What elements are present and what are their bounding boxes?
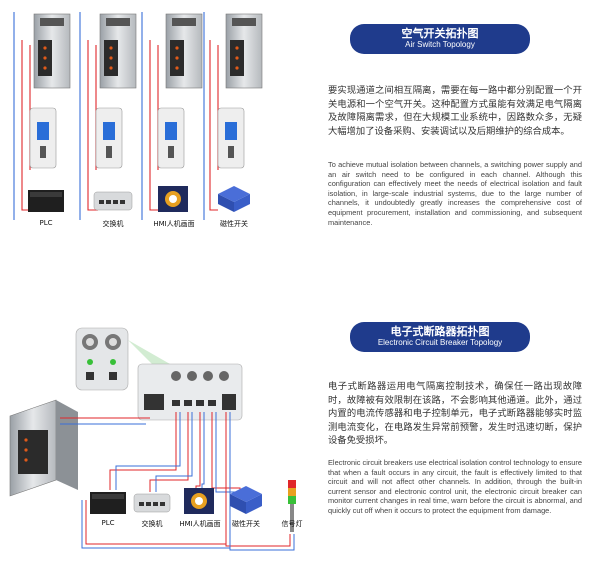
hmi-device-2 [184, 488, 214, 514]
channel-wires-4 [210, 40, 218, 210]
device-label-plc-1: PLC [30, 219, 62, 227]
device-label-magnetic-2: 磁性开关 [228, 519, 264, 529]
device-label-hmi-2: HMI人机画面 [174, 519, 226, 529]
air-switch-diagram-svg [0, 0, 300, 240]
section2-paragraph-cn: 电子式断路器运用电气隔离控制技术，确保任一路出现故障时，故障被有效限制在该路，不… [328, 380, 582, 448]
device-label-plc-2: PLC [92, 519, 124, 527]
power-supply-2 [100, 14, 136, 88]
plc-device [28, 190, 64, 212]
device-label-switch-1: 交换机 [94, 219, 132, 229]
electronic-breaker-module [138, 364, 242, 420]
channel-wires-3 [150, 40, 158, 210]
switch-device-2 [134, 494, 170, 512]
section1-paragraph-en: To achieve mutual isolation between chan… [328, 160, 582, 227]
plc-device-2 [90, 492, 126, 514]
device-label-signal-light: 信号灯 [274, 519, 310, 529]
power-supply-1 [34, 14, 70, 88]
breaker-zoom-callout [76, 328, 128, 390]
section2-paragraph-en: Electronic circuit breakers use electric… [328, 458, 582, 516]
air-switch-topology-diagram [0, 0, 300, 240]
hmi-device [158, 186, 188, 212]
section1-title-pill: 空气开关拓扑图 Air Switch Topology [350, 24, 530, 54]
air-switch-1 [30, 108, 56, 168]
magnetic-switch-device [218, 186, 250, 212]
magnetic-switch-device-2 [230, 486, 262, 514]
device-label-switch-2: 交换机 [134, 519, 170, 529]
section1-title-en: Air Switch Topology [350, 40, 530, 50]
electronic-breaker-topology-diagram [0, 320, 310, 571]
section1-paragraph-cn: 要实现通道之间相互隔离，需要在每一路中都分别配置一个开关电源和一个空气开关。这种… [328, 84, 582, 138]
section2-title-pill: 电子式断路器拓扑图 Electronic Circuit Breaker Top… [350, 322, 530, 352]
device-label-magnetic-1: 磁性开关 [216, 219, 252, 229]
breaker-diagram-svg [0, 320, 310, 571]
air-switch-3 [158, 108, 184, 168]
power-supply-3 [166, 14, 202, 88]
air-switch-4 [218, 108, 244, 168]
switch-device [94, 192, 132, 210]
power-supply-main [10, 400, 78, 496]
section1-title-cn: 空气开关拓扑图 [350, 27, 530, 40]
section2-title-en: Electronic Circuit Breaker Topology [350, 338, 530, 348]
air-switch-2 [96, 108, 122, 168]
device-label-hmi-1: HMI人机画面 [148, 219, 200, 229]
power-supply-4 [226, 14, 262, 88]
section2-title-cn: 电子式断路器拓扑图 [350, 325, 530, 338]
